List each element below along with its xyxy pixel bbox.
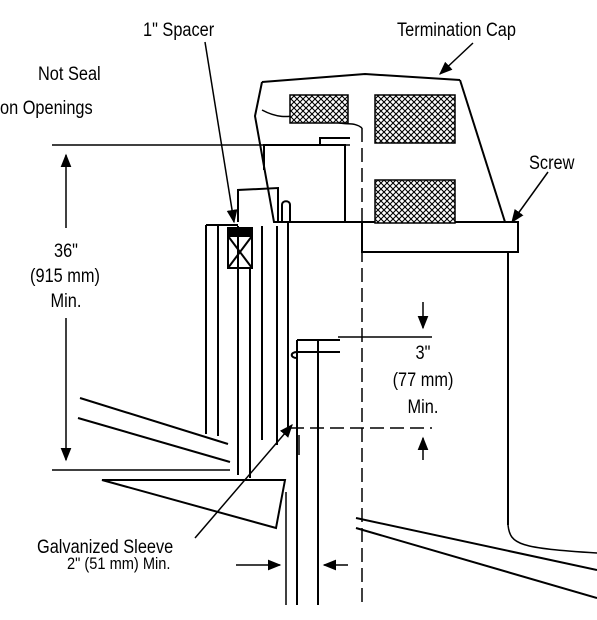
cap-leader [439, 42, 474, 75]
leader-arrows [194, 41, 549, 539]
spacer-leader [204, 41, 238, 224]
label-termination-cap: Termination Cap [397, 20, 516, 41]
screw-leader [511, 171, 549, 224]
roof-deck [77, 397, 597, 599]
clearance-dimension [236, 492, 348, 605]
label-height-value: 36" [54, 241, 78, 262]
gap-dimension [290, 302, 432, 460]
label-spacer: 1" Spacer [143, 20, 215, 41]
flue-pipe [290, 339, 340, 605]
label-clearance: 2" (51 mm) Min. [67, 554, 171, 573]
label-gap-value: 3" [415, 343, 431, 364]
height-dimension [52, 144, 350, 471]
sleeve-leader [194, 423, 293, 539]
spacer-block [227, 227, 253, 269]
label-not-seal-line2: on Openings [0, 98, 93, 119]
chase-walls [205, 223, 597, 554]
label-gap-metric: (77 mm) [392, 370, 454, 391]
termination-cap [237, 72, 519, 253]
label-height-metric: (915 mm) [30, 266, 100, 287]
mesh-screens [289, 94, 456, 224]
label-sleeve: Galvanized Sleeve [37, 537, 174, 558]
label-height-min: Min. [50, 291, 82, 312]
label-screw: Screw [529, 153, 575, 174]
label-gap-min: Min. [407, 397, 439, 418]
label-not-seal-line1: Not Seal [38, 64, 101, 85]
galvanized-sleeve [237, 226, 263, 478]
